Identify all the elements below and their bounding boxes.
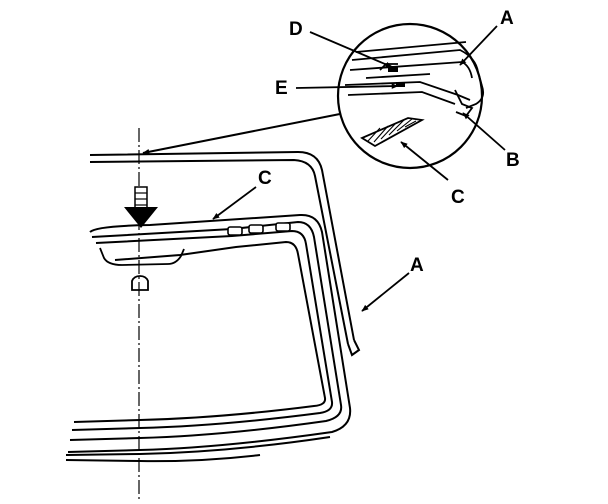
trim-clip-slots: [227, 222, 291, 236]
molding-a: [89, 150, 361, 357]
label-a-main: A: [410, 255, 424, 276]
label-c-main: C: [258, 168, 272, 189]
leader-d: [309, 31, 393, 68]
detail-magnifier: [336, 22, 485, 170]
leader-b: [462, 112, 506, 151]
label-c-detail: C: [451, 187, 465, 208]
leader-a-top: [459, 25, 498, 66]
label-a-top: A: [500, 8, 514, 29]
label-e: E: [275, 78, 288, 99]
label-d: D: [289, 19, 303, 40]
leader-c-main: [212, 186, 257, 220]
windshield-glass: [65, 213, 352, 463]
leader-c-detail: [400, 141, 449, 181]
detail-leader-arrow: [142, 111, 351, 155]
label-b: B: [506, 150, 520, 171]
mirror-mount: [99, 247, 185, 291]
leader-e: [295, 83, 399, 89]
press-direction-arrow-icon: [124, 186, 158, 228]
leader-a-main: [361, 272, 410, 312]
